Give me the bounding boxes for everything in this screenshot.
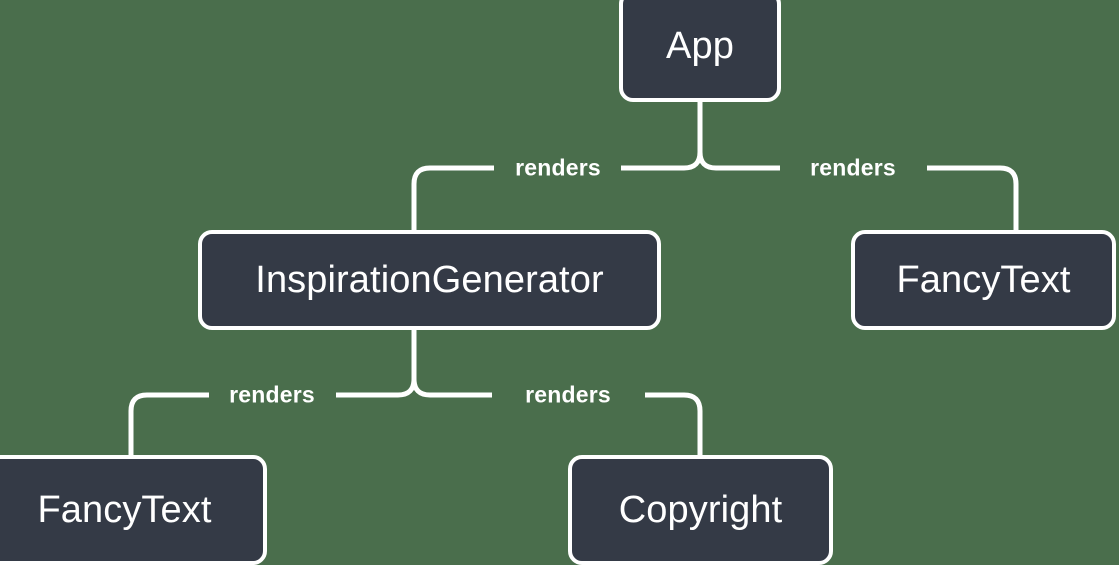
node-inspiration-generator[interactable]: InspirationGenerator (198, 230, 661, 330)
edge-label-app-fancy-text: renders (810, 154, 896, 181)
node-app[interactable]: App (619, 0, 781, 102)
edge-label-inspiration-generator-fancy-text: renders (229, 381, 315, 408)
node-fancy-text-right[interactable]: FancyText (851, 230, 1116, 330)
node-copyright[interactable]: Copyright (568, 455, 833, 565)
node-fancy-text-left[interactable]: FancyText (0, 455, 267, 565)
edge-label-inspiration-generator-copyright: renders (525, 381, 611, 408)
edge-label-app-inspiration-generator: renders (515, 154, 601, 181)
